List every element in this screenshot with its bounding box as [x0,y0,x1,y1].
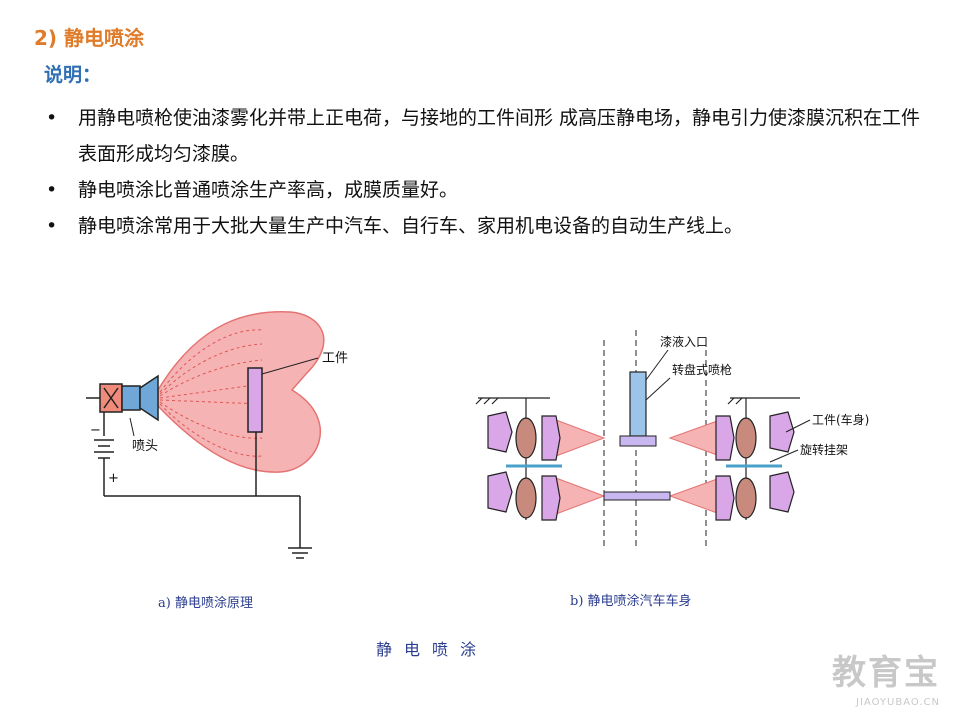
explanation-label: 说明： [44,64,102,86]
label-plus: + [108,471,119,486]
power-supply [94,412,312,559]
label-rotating-rack: 旋转挂架 [800,442,848,457]
watermark-url: JIAOYUBAO.CN [856,697,940,708]
label-nozzle: 喷头 [132,439,158,454]
diagram-car-body-spraying: 漆液入口 转盘式喷枪 工件(车身) 旋转挂架 [475,330,869,550]
caption-b: b) 静电喷涂汽车车身 [570,594,692,609]
bullet-item: 静电喷涂常用于大批大量生产中汽车、自行车、家用机电设备的自动生产线上。 [44,208,924,244]
spray-gun [86,374,159,422]
spray-cloud [157,311,325,473]
bullet-list: 用静电喷枪使油漆雾化并带上正电荷，与接地的工件间形 成高压静电场，静电引力使漆膜… [44,100,924,244]
label-minus: − [90,423,101,438]
label-car-body: 工件(车身) [812,412,869,427]
bullet-item: 用静电喷枪使油漆雾化并带上正电荷，与接地的工件间形 成高压静电场，静电引力使漆膜… [44,100,924,172]
spray-cones [555,419,721,515]
car-bodies [487,411,795,521]
bullet-item: 静电喷涂比普通喷涂生产率高，成膜质量好。 [44,172,924,208]
field-lines [159,329,263,457]
workpiece-plate [247,367,263,433]
section-heading: 2) 静电喷涂 [34,26,145,50]
label-workpiece: 工件 [322,351,348,366]
label-spray-gun: 转盘式喷枪 [672,362,732,377]
label-paint-inlet: 漆液入口 [660,334,708,349]
caption-a: a) 静电喷涂原理 [158,596,253,611]
spray-gun-body [629,371,647,437]
watermark-logo: 教育宝 [832,653,940,693]
figure-title: 静电喷涂 [376,640,489,659]
diagram-spray-principle: 工件 喷头 − + [86,311,348,559]
rack-hangers [515,417,757,519]
